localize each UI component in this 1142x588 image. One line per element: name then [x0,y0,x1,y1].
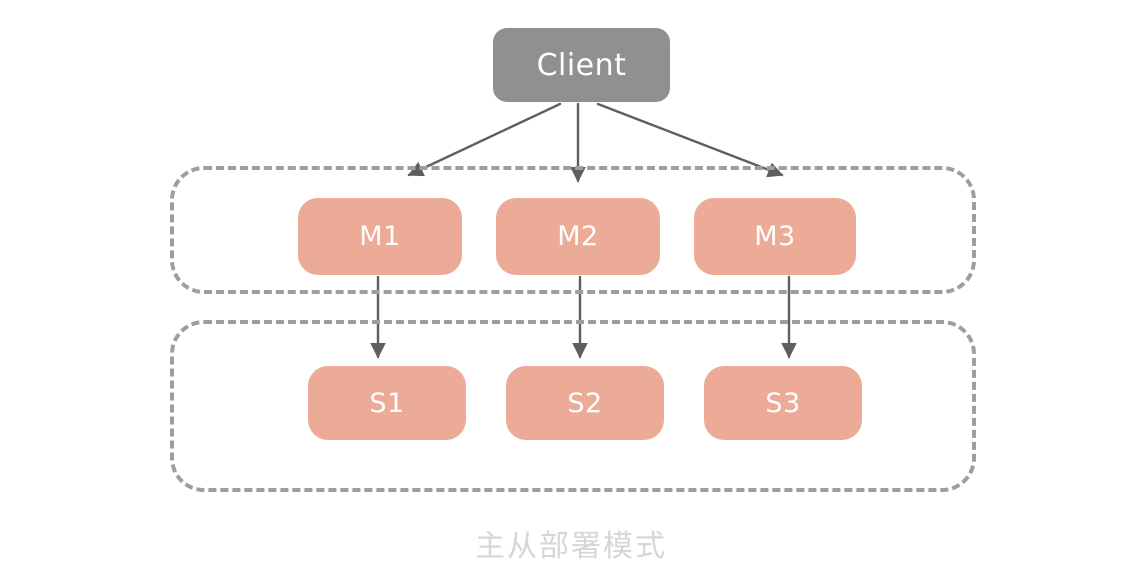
node-m2[interactable]: M2 [496,198,660,275]
node-m1[interactable]: M1 [298,198,462,275]
node-s2[interactable]: S2 [506,366,664,440]
node-client[interactable]: Client [493,28,670,102]
slave-group-container [170,320,976,492]
edge-client-to-m3 [596,102,784,178]
node-s1[interactable]: S1 [308,366,466,440]
edge-client-to-m1 [407,102,562,177]
master-group-container [170,166,976,294]
node-m3[interactable]: M3 [694,198,856,275]
diagram-caption: 主从部署模式 [475,529,667,564]
node-s3[interactable]: S3 [704,366,862,440]
